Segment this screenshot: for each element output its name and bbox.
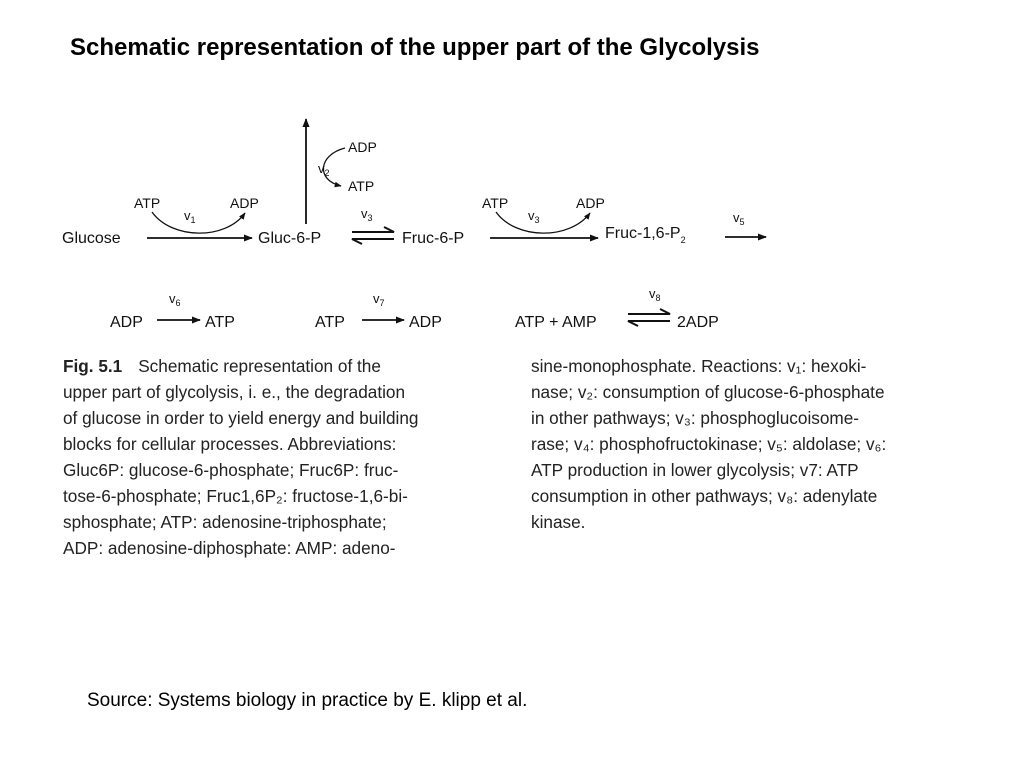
cofactor-v8-atp-amp: ATP + AMP: [515, 314, 597, 331]
caption-line: ADP: adenosine-diphosphate: AMP: adeno-: [63, 538, 396, 558]
caption-line: rase; v₄: phosphofructokinase; v₅: aldol…: [531, 434, 887, 454]
metabolite-gluc-6-p: Gluc-6-P: [258, 230, 321, 247]
figure-caption-right-column: sine-monophosphate. Reactions: v₁: hexok…: [531, 353, 886, 535]
metabolite-fruc-1-6-p2-subscript: 2: [681, 235, 686, 245]
caption-line: blocks for cellular processes. Abbreviat…: [63, 434, 397, 454]
cofactor-arc-v4: [495, 211, 591, 234]
reaction-label-v2: v2: [318, 161, 330, 178]
caption-line: sine-monophosphate. Reactions: v₁: hexok…: [531, 356, 867, 376]
cofactor-v2-adp: ADP: [348, 139, 377, 155]
cofactor-v1-atp: ATP: [134, 195, 160, 211]
caption-line: consumption in other pathways; v₈: adeny…: [531, 486, 878, 506]
glycolysis-diagram: Glucose Gluc-6-P Fruc-6-P Fruc-1,6-P2 AT…: [62, 118, 767, 331]
caption-line: upper part of glycolysis, i. e., the deg…: [63, 382, 406, 402]
caption-line: tose-6-phosphate; Fruc1,6P₂: fructose-1,…: [63, 486, 408, 506]
metabolite-fruc-1-6-p2-label: Fruc-1,6-P: [605, 225, 681, 242]
reaction-label-v4: v3: [528, 208, 540, 225]
caption-line: ATP production in lower glycolysis; v7: …: [531, 460, 859, 480]
cofactor-v1-adp: ADP: [230, 195, 259, 211]
metabolite-fruc-6-p: Fruc-6-P: [402, 230, 464, 247]
metabolite-glucose: Glucose: [62, 230, 121, 247]
caption-line: in other pathways; v₃: phosphoglucoisome…: [531, 408, 860, 428]
cofactor-v6-atp: ATP: [205, 314, 235, 331]
cofactor-v4-adp: ADP: [576, 195, 605, 211]
slide-title: Schematic representation of the upper pa…: [70, 34, 760, 61]
reaction-label-v3: v3: [361, 206, 373, 223]
cofactor-arc-v2: [322, 147, 346, 188]
cofactor-v7-adp: ADP: [409, 314, 442, 331]
reversible-arrow-v3-backward: [351, 238, 394, 245]
metabolite-fruc-1-6-p2: Fruc-1,6-P2: [605, 225, 686, 245]
reversible-arrow-v8-forward: [628, 308, 671, 315]
reversible-arrow-v3-forward: [352, 226, 395, 233]
reaction-label-v7: v7: [373, 291, 385, 308]
cofactor-v8-2adp: 2ADP: [677, 314, 719, 331]
reaction-label-v5: v5: [733, 210, 745, 227]
reaction-label-v6: v6: [169, 291, 181, 308]
cofactor-arc-v1: [151, 211, 246, 234]
cofactor-v2-atp: ATP: [348, 178, 374, 194]
caption-first-line: Fig. 5.1 Schematic representation of the: [63, 353, 418, 379]
reversible-arrow-v8-backward: [627, 320, 670, 327]
reaction-label-v1: v1: [184, 208, 196, 225]
source-citation: Source: Systems biology in practice by E…: [87, 690, 528, 711]
figure-label: Fig. 5.1: [63, 356, 123, 376]
caption-line: sphosphate; ATP: adenosine-triphosphate;: [63, 512, 387, 532]
caption-line: of glucose in order to yield energy and …: [63, 408, 419, 428]
caption-line: Gluc6P: glucose-6-phosphate; Fruc6P: fru…: [63, 460, 399, 480]
cofactor-v7-atp: ATP: [315, 314, 345, 331]
caption-line: kinase.: [531, 512, 586, 532]
cofactor-v6-adp: ADP: [110, 314, 143, 331]
caption-line: nase; v₂: consumption of glucose-6-phosp…: [531, 382, 885, 402]
caption-first-line-text: Schematic representation of the: [138, 356, 381, 376]
cofactor-v4-atp: ATP: [482, 195, 508, 211]
reaction-label-v8: v8: [649, 286, 661, 303]
